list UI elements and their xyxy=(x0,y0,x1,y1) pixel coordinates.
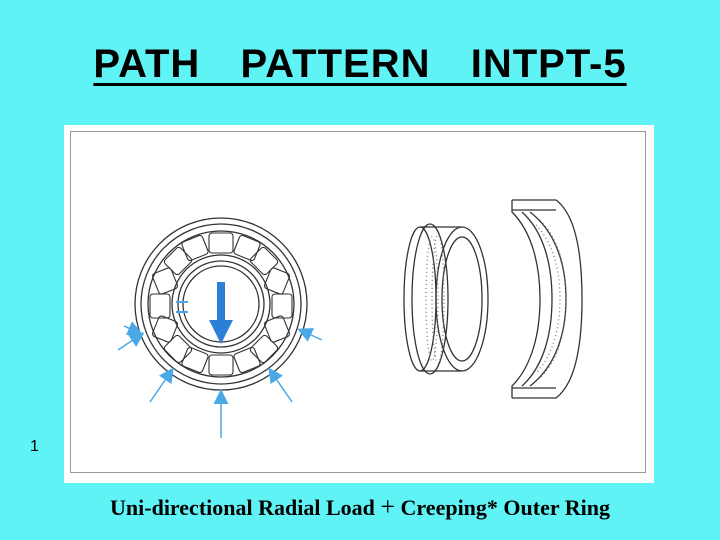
caption-operator: + xyxy=(380,492,396,521)
radial-load-arrow xyxy=(209,282,233,344)
reaction-arrow-right xyxy=(297,328,323,342)
slide-title: PATH PATTERN INTPT-5 xyxy=(93,42,627,86)
caption-text-1: Uni-directional Radial Load xyxy=(110,495,381,520)
figure-panel xyxy=(64,125,654,483)
figure-number: 1 xyxy=(30,438,39,455)
reaction-arrow-bottom-right xyxy=(268,367,293,403)
figure-frame xyxy=(70,131,646,473)
small-load-indicator xyxy=(176,301,188,313)
bearing-front-view-icon xyxy=(134,217,308,391)
reaction-arrow-left-upper xyxy=(123,321,143,336)
inner-ring-icon xyxy=(403,223,489,375)
slide-caption: Uni-directional Radial Load + Creeping* … xyxy=(0,492,720,522)
outer-ring-icon xyxy=(511,199,583,399)
reaction-arrows xyxy=(117,321,323,438)
reaction-arrow-bottom-left xyxy=(149,367,174,403)
reaction-arrow-left xyxy=(117,332,145,351)
caption-text-2: Creeping* Outer Ring xyxy=(395,495,610,520)
